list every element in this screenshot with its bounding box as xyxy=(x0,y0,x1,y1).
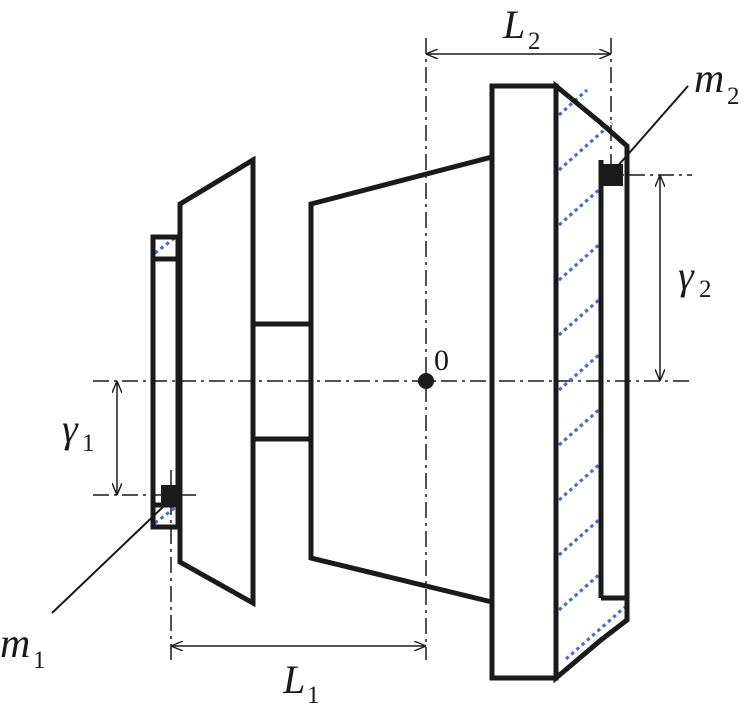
label-gamma1: γ 1 xyxy=(62,406,95,457)
svg-text:2: 2 xyxy=(528,28,541,55)
right-disc-hatching xyxy=(557,88,627,661)
left-cone xyxy=(177,155,256,608)
svg-text:m: m xyxy=(0,621,30,667)
right-correction-disc xyxy=(553,80,630,684)
origin-label: 0 xyxy=(434,344,449,377)
left-disc-hatching xyxy=(154,235,177,525)
svg-text:2: 2 xyxy=(727,83,740,110)
svg-text:1: 1 xyxy=(307,682,320,708)
shaft-neck xyxy=(253,321,311,442)
svg-text:L: L xyxy=(282,657,305,702)
svg-text:m: m xyxy=(694,56,724,102)
m2-leader-line xyxy=(615,85,689,169)
svg-text:1: 1 xyxy=(33,647,46,674)
svg-text:γ: γ xyxy=(678,253,695,298)
label-m1: m 1 xyxy=(0,621,46,674)
label-m2: m 2 xyxy=(694,56,740,110)
label-L1: L 1 xyxy=(282,657,320,708)
mass-m1 xyxy=(161,485,181,505)
right-cone xyxy=(308,153,495,606)
left-correction-disc xyxy=(150,234,181,530)
label-gamma2: γ 2 xyxy=(678,253,712,303)
svg-text:γ: γ xyxy=(62,406,79,451)
svg-text:L: L xyxy=(502,2,525,47)
svg-text:2: 2 xyxy=(699,276,712,303)
large-flange xyxy=(489,83,559,681)
svg-text:1: 1 xyxy=(82,430,95,457)
label-L2: L 2 xyxy=(502,2,541,55)
mass-m2 xyxy=(601,164,623,186)
m1-leader-line xyxy=(51,504,166,614)
origin-point xyxy=(418,373,434,389)
